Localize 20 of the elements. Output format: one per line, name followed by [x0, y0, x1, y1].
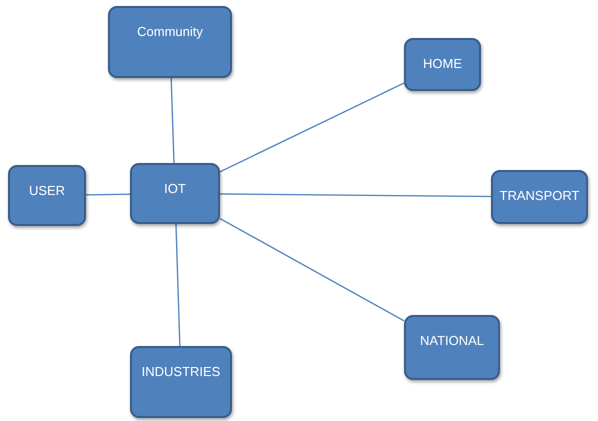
process-box [8, 165, 86, 226]
process-box [404, 38, 481, 91]
box-label: NATIONAL [418, 333, 486, 348]
connector-line [86, 194, 130, 196]
box-label: IOT [163, 181, 187, 196]
connector-line [170, 78, 175, 164]
box-label: Community [136, 24, 204, 39]
box-label: HOME [422, 56, 463, 71]
connector-line [220, 82, 404, 172]
process-box [404, 315, 500, 380]
process-box [130, 163, 220, 224]
box-label: INDUSTRIES [140, 364, 222, 379]
connector-line [220, 193, 491, 198]
process-box [130, 346, 232, 418]
connector-line [175, 224, 180, 346]
box-label: TRANSPORT [498, 188, 580, 203]
connector-line [220, 218, 404, 322]
box-label: USER [28, 183, 66, 198]
process-box [491, 170, 588, 224]
process-box [108, 6, 232, 78]
